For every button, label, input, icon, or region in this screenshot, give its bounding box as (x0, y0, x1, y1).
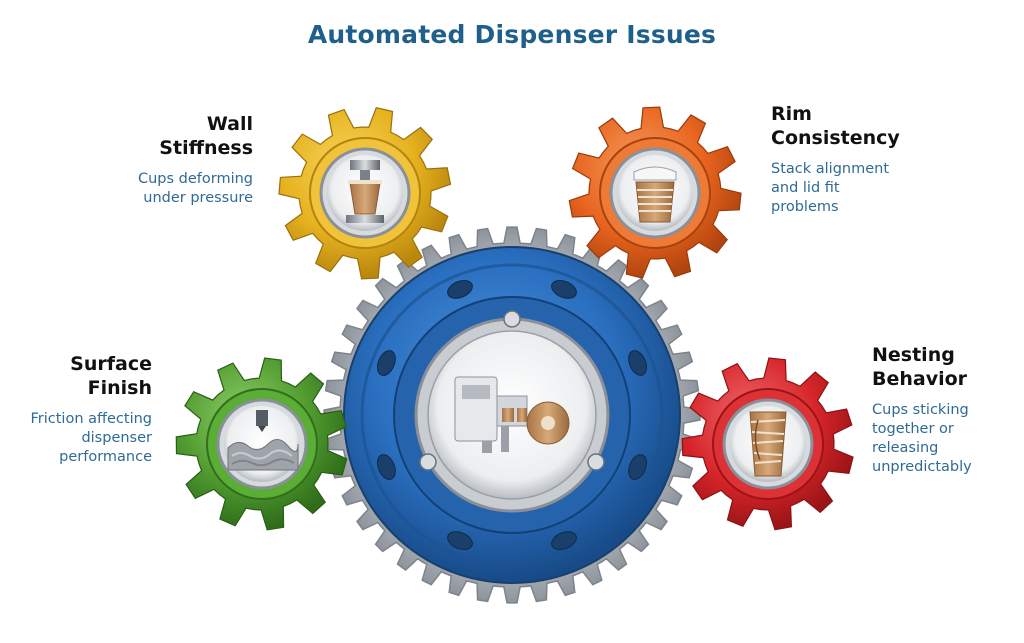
cup-machine-icon (454, 376, 570, 453)
issue-wall-stiffness: Wall Stiffness Cups deforming under pres… (23, 112, 253, 208)
issue-heading: Rim Consistency (771, 103, 900, 149)
gear-slot (628, 454, 648, 480)
gear-wall-stiffness (278, 106, 452, 280)
surface-texture-icon (227, 410, 299, 471)
issue-rim-consistency: Rim Consistency Stack alignment and lid … (771, 102, 1001, 217)
gear-slot (628, 350, 648, 376)
issue-description: Cups deforming under pressure (137, 171, 253, 206)
gear-rim-consistency (568, 106, 742, 279)
center-gear (323, 226, 701, 604)
issue-surface-finish: Surface Finish Friction affecting dispen… (2, 352, 152, 467)
gear-surface-finish (175, 357, 348, 531)
center-gear-bolts (419, 310, 605, 471)
issue-description: Stack alignment and lid fit problems (771, 161, 890, 215)
cup-stack-lid-icon (633, 166, 677, 223)
issue-description: Cups sticking together or releasing unpr… (872, 402, 972, 475)
center-gear-slots (376, 279, 648, 551)
issue-nesting-behavior: Nesting Behavior Cups sticking together … (872, 343, 1020, 477)
issue-heading: Nesting Behavior (872, 344, 968, 390)
page-title: Automated Dispenser Issues (307, 20, 717, 49)
cup-press-icon (346, 160, 384, 223)
gear-slot (376, 454, 396, 480)
gear-slot (376, 350, 396, 376)
gear-slot (447, 531, 473, 551)
nested-cups-icon (749, 411, 787, 477)
gear-slot (447, 279, 473, 299)
issue-description: Friction affecting dispenser performance (30, 411, 152, 465)
issue-heading: Surface Finish (70, 353, 152, 399)
gear-nesting-behavior (681, 357, 854, 531)
center-gear-ring (360, 263, 664, 567)
gear-slot (551, 279, 577, 299)
issue-heading: Wall Stiffness (159, 113, 253, 159)
gear-slot (551, 531, 577, 551)
